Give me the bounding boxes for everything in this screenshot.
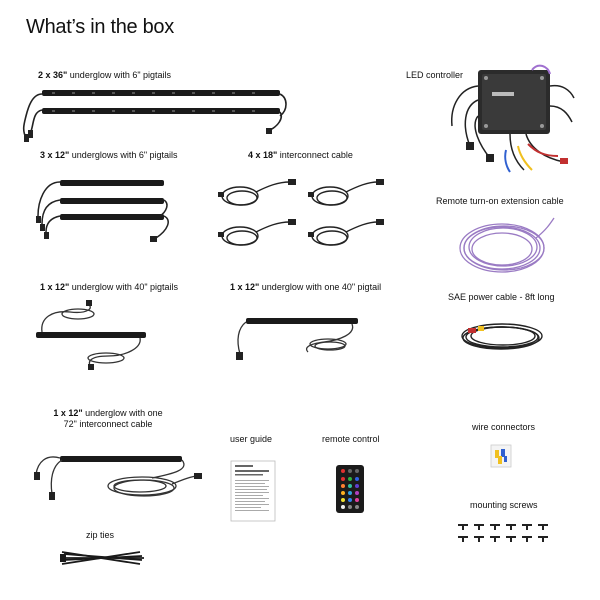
- user-guide-icon: [230, 460, 276, 522]
- purple-wire-coil-icon: [459, 217, 555, 273]
- underglows-12-6-strips: [30, 168, 180, 248]
- caption-underglow-36: 2 x 36" underglow with 6" pigtails: [38, 70, 171, 81]
- qty-underglow-12-72: 1 x 12": [53, 408, 83, 418]
- desc-underglows-12-6: underglows with 6" pigtails: [69, 150, 178, 160]
- desc2-underglow-12-72: 72" interconnect cable: [63, 419, 153, 429]
- caption-user-guide: user guide: [230, 434, 273, 444]
- remote-control-image: [335, 464, 365, 514]
- cable-coil-icon: [218, 179, 384, 246]
- led-controller-icon: [451, 64, 575, 173]
- led-strip-icon: [36, 300, 146, 370]
- led-controller-image: [440, 64, 580, 182]
- caption-sae-power-cable: SAE power cable - 8ft long: [448, 292, 555, 302]
- zip-ties-image: [60, 548, 146, 568]
- led-strip-icon: [22, 90, 287, 142]
- underglow-36-strips: [12, 86, 287, 156]
- mounting-screws-image: [456, 520, 556, 546]
- interconnect-18-cables: [212, 172, 392, 256]
- desc-underglow-12-72: underglow with one: [82, 408, 163, 418]
- qty-underglow-12-one40: 1 x 12": [230, 282, 260, 292]
- desc-underglow-12-one40: underglow with one 40" pigtail: [259, 282, 382, 292]
- led-strip-icon: [36, 180, 169, 242]
- caption-underglows-12-6: 3 x 12" underglows with 6" pigtails: [40, 150, 178, 161]
- user-guide-image: [230, 460, 278, 524]
- zip-ties-icon: [60, 551, 144, 565]
- caption-led-controller: LED controller: [406, 70, 464, 80]
- remote-control-icon: [336, 465, 364, 513]
- caption-underglow-12-72: 1 x 12" underglow with one 72" interconn…: [40, 408, 176, 430]
- page-title: What’s in the box: [26, 16, 174, 38]
- desc-underglow-12-40: underglow with 40" pigtails: [69, 282, 179, 292]
- caption-remote-ext-cable: Remote turn-on extension cable: [436, 196, 564, 206]
- desc-underglow-36: underglow with 6" pigtails: [67, 70, 172, 80]
- qty-underglow-12-40: 1 x 12": [40, 282, 70, 292]
- led-strip-icon: [236, 318, 358, 360]
- led-strip-icon: [34, 456, 202, 500]
- caption-remote-control: remote control: [322, 434, 380, 444]
- underglow-12-72-strip: [32, 440, 202, 504]
- underglow-12-one40-strip: [232, 300, 372, 376]
- caption-interconnect-18: 4 x 18" interconnect cable: [248, 150, 353, 161]
- remote-ext-cable-image: [450, 212, 560, 280]
- underglow-12-40-strip: [30, 298, 160, 374]
- qty-underglow-36: 2 x 36": [38, 70, 68, 80]
- caption-mounting-screws: mounting screws: [470, 500, 538, 510]
- wire-connectors-icon: [490, 444, 512, 468]
- qty-interconnect-18: 4 x 18": [248, 150, 278, 160]
- power-cable-coil-icon: [461, 323, 543, 350]
- caption-underglow-12-one40: 1 x 12" underglow with one 40" pigtail: [230, 282, 381, 293]
- caption-wire-connectors: wire connectors: [472, 422, 536, 432]
- caption-underglow-12-40: 1 x 12" underglow with 40" pigtails: [40, 282, 178, 293]
- caption-zip-ties: zip ties: [86, 530, 115, 540]
- desc-interconnect-18: interconnect cable: [277, 150, 353, 160]
- wire-connectors-image: [490, 444, 512, 468]
- sae-power-cable-image: [452, 312, 552, 358]
- mounting-screws-icon: [458, 524, 548, 542]
- qty-underglows-12-6: 3 x 12": [40, 150, 70, 160]
